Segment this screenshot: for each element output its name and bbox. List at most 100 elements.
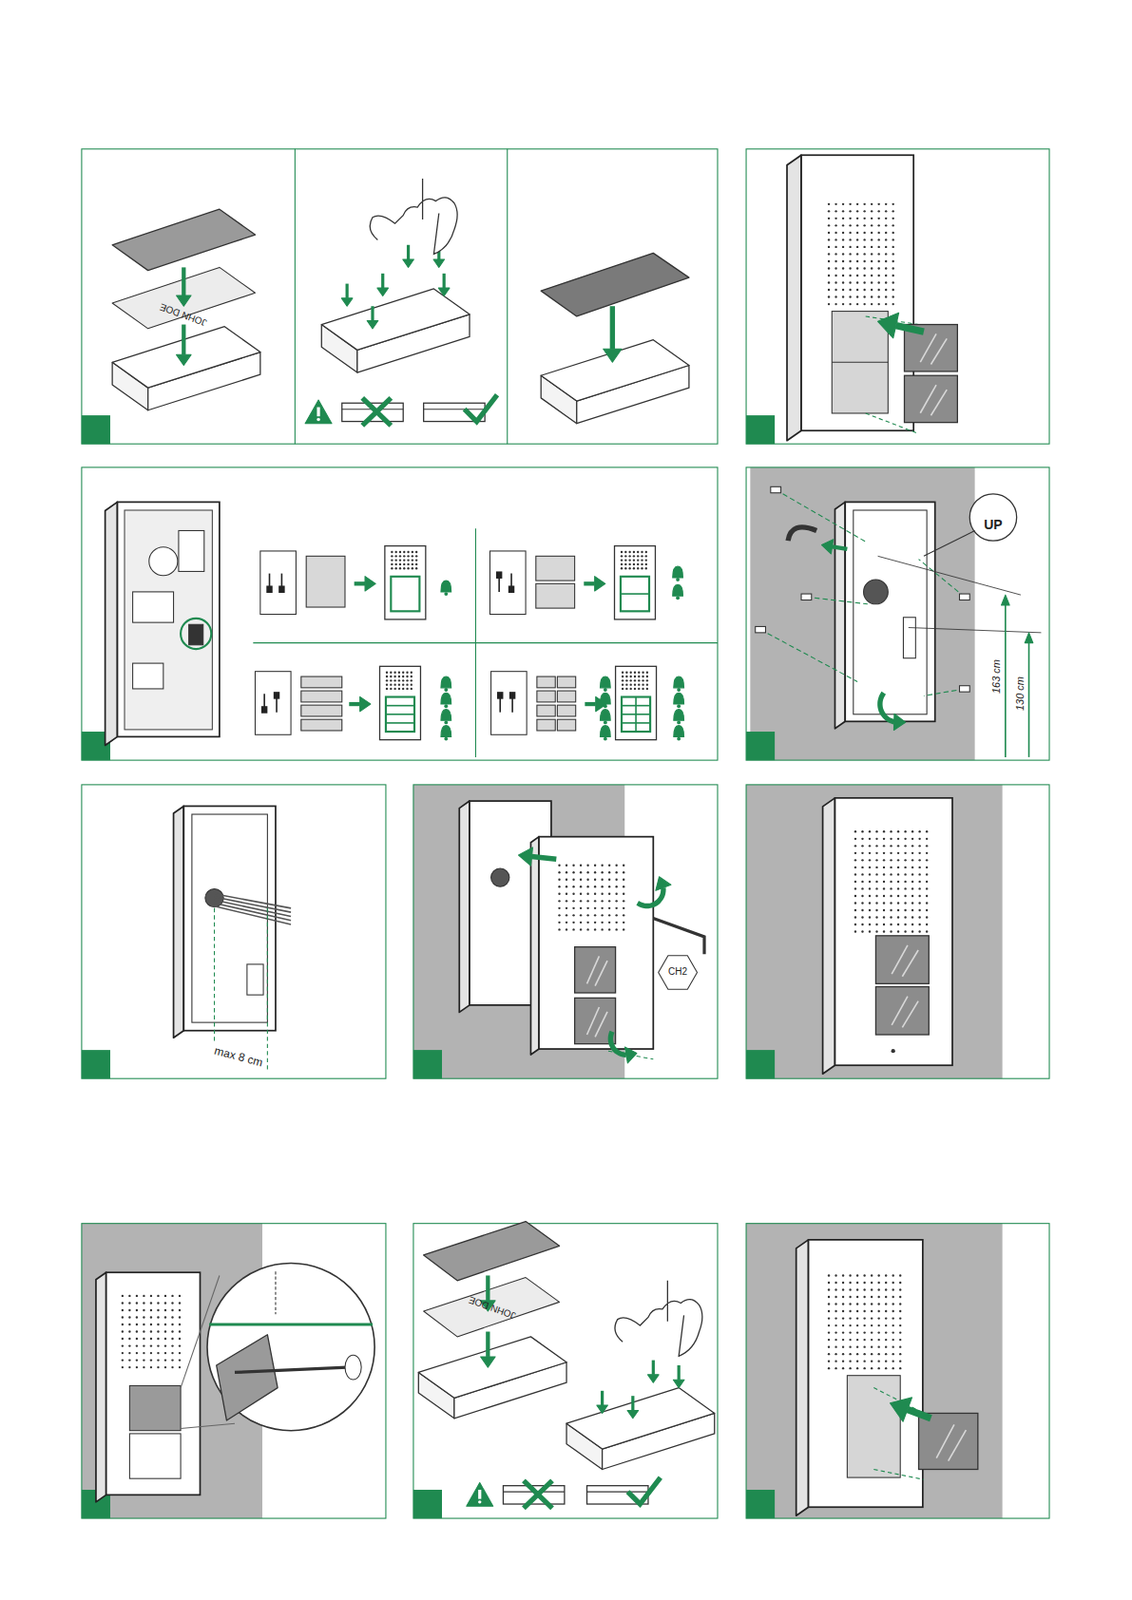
grille-dot	[608, 921, 611, 924]
screwdriver	[234, 1367, 347, 1373]
grille-dot	[645, 563, 648, 566]
grille-dot	[128, 1338, 131, 1341]
grille-dot	[899, 1345, 902, 1348]
grille-dot	[834, 1288, 837, 1291]
grille-dot	[877, 203, 880, 206]
button-cover	[301, 676, 343, 689]
grille-dot	[892, 1303, 895, 1305]
grille-dot	[911, 866, 914, 869]
grille-dot	[882, 895, 885, 898]
grille-dot	[625, 675, 628, 678]
grille-dot	[877, 1296, 880, 1299]
grille-dot	[399, 551, 402, 554]
grille-dot	[622, 879, 625, 882]
grille-dot	[892, 252, 895, 255]
tray-top	[112, 326, 261, 388]
grille-dot	[827, 217, 830, 220]
grille-dot	[925, 901, 928, 904]
grille-dot	[848, 1360, 851, 1363]
cross-mark	[362, 398, 391, 426]
grille-dot	[897, 838, 900, 841]
grille-dot	[889, 881, 892, 883]
button-cover	[129, 1385, 181, 1431]
grille-dot	[925, 844, 928, 847]
housing-side	[796, 1240, 809, 1516]
grille-dot	[911, 873, 914, 876]
grille-dot	[637, 675, 640, 678]
grille-dot	[884, 217, 887, 220]
rotate-arrow	[880, 692, 895, 723]
component	[133, 592, 174, 623]
grille-dot	[557, 885, 560, 888]
switch-knob	[497, 691, 503, 700]
grille-dot	[390, 567, 393, 570]
grille-dot	[150, 1295, 153, 1298]
bell-clapper	[443, 720, 448, 725]
wall	[746, 1224, 1003, 1519]
panel-ground	[81, 467, 718, 761]
grille-dot	[557, 907, 560, 910]
grille-dot	[171, 1302, 173, 1305]
button-cover	[301, 690, 343, 703]
grille-dot	[884, 1367, 887, 1370]
button-bay	[831, 311, 888, 414]
grille-dot	[614, 928, 617, 931]
grille-dot	[848, 246, 851, 249]
button-cover	[301, 719, 343, 731]
up-label: UP	[983, 518, 1002, 532]
housing-front	[106, 1272, 201, 1496]
grille-dot	[911, 923, 914, 926]
arrow-head	[377, 287, 389, 296]
grille-dot	[834, 1282, 837, 1285]
grille-dot	[863, 203, 865, 206]
grille-dot	[903, 887, 906, 890]
grille-dot	[911, 930, 914, 933]
grille-dot	[156, 1323, 159, 1326]
grille-dot	[925, 852, 928, 855]
glare	[936, 1424, 955, 1459]
dip-switch	[189, 624, 204, 645]
grille-dot	[171, 1295, 173, 1298]
grille-dot	[395, 567, 398, 570]
grille-dot	[565, 921, 568, 924]
grille-dot	[827, 246, 830, 249]
grille-dot	[856, 1303, 859, 1305]
grille-dot	[142, 1330, 145, 1333]
highlight-ring	[180, 618, 212, 650]
grille-dot	[870, 238, 873, 241]
grille-dot	[630, 671, 633, 674]
grille-dot	[903, 909, 906, 912]
bay-split	[831, 362, 888, 364]
arrow-head	[672, 1380, 685, 1388]
grille-dot	[405, 688, 408, 691]
grille-dot	[892, 281, 895, 284]
grille-dot	[150, 1366, 153, 1369]
grille-dot	[899, 1288, 902, 1291]
device-front	[615, 666, 657, 740]
grille-dot	[594, 914, 596, 917]
grille-dot	[870, 267, 873, 269]
grille-dot	[925, 881, 928, 883]
grille-dot	[156, 1316, 159, 1319]
grille-dot	[892, 1274, 895, 1277]
panel-divider	[294, 149, 296, 444]
grille-dot	[572, 907, 575, 910]
grille-dot	[861, 909, 864, 912]
bell-symbol	[672, 566, 684, 578]
grille-dot	[863, 1353, 865, 1356]
grille-dot	[128, 1309, 131, 1312]
grille-dot	[882, 852, 885, 855]
grille-dot	[827, 288, 830, 291]
grille-dot	[868, 852, 871, 855]
grille-dot	[842, 1353, 845, 1356]
grille-dot	[614, 871, 617, 874]
button-cover	[875, 936, 929, 984]
grille-dot	[899, 1331, 902, 1334]
grille-dot	[641, 688, 644, 691]
button-cover	[537, 719, 556, 731]
grille-dot	[411, 563, 414, 566]
grille-dot	[925, 838, 928, 841]
grille-dot	[877, 1274, 880, 1277]
grille-dot	[884, 224, 887, 227]
dimension-head	[1024, 633, 1034, 644]
